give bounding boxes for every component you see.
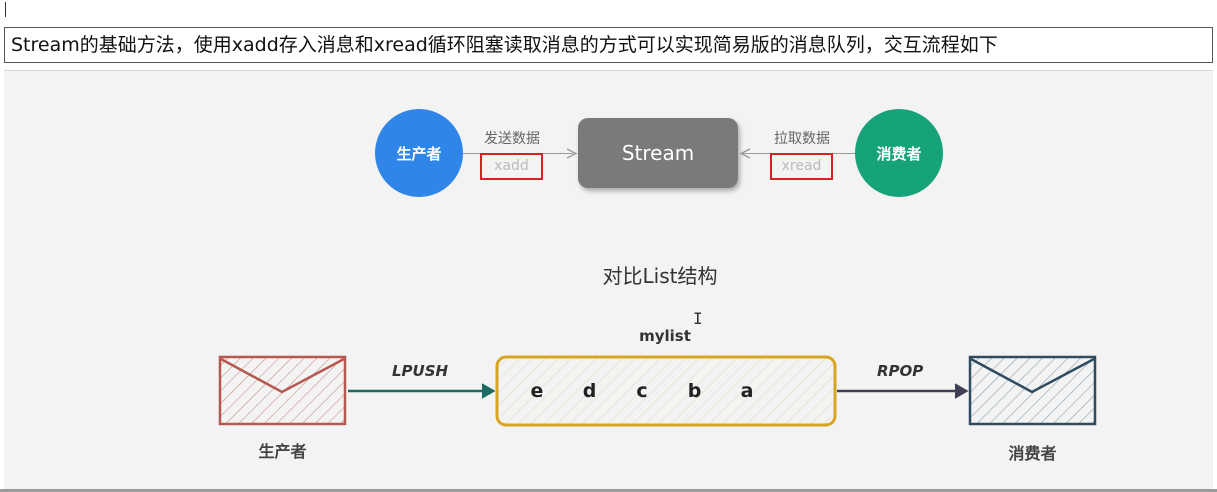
consumer-node: 消费者 [855,109,943,197]
list-consumer-label: 消费者 [1008,444,1057,463]
producer-node: 生产者 [375,109,463,197]
text-caret [5,2,6,17]
list-item: b [687,380,702,402]
list-item: a [740,380,754,402]
rpop-arrow [837,383,969,399]
rpop-label: RPOP [877,362,924,380]
pull-arrowhead-icon [739,148,751,159]
send-arrowhead-icon [566,148,578,159]
bottom-border [0,489,1217,492]
list-item: d [582,380,597,402]
intro-text: Stream的基础方法，使用xadd存入消息和xread循环阻塞读取消息的方式可… [4,27,1213,63]
xread-command-box: xread [770,153,833,180]
mylist-container [495,355,837,427]
consumer-node-label: 消费者 [876,144,922,163]
compare-title: 对比List结构 [602,264,718,288]
stream-node-label: Stream [621,141,695,165]
producer-node-label: 生产者 [396,144,442,163]
list-item: e [530,380,544,402]
xadd-command-box: xadd [480,153,543,180]
text-cursor-icon: I [693,309,703,328]
stream-node: Stream [578,118,738,188]
lpush-label: LPUSH [392,362,449,380]
lpush-arrow [348,383,496,399]
mylist-label: mylist [639,327,691,345]
mylist-items: e d c b a [517,380,767,406]
list-producer-label: 生产者 [258,442,307,461]
pull-data-label: 拉取数据 [774,131,830,147]
producer-envelope-icon [218,355,347,426]
list-item: c [636,380,648,402]
send-data-label: 发送数据 [484,131,540,147]
consumer-envelope-icon [968,355,1097,426]
